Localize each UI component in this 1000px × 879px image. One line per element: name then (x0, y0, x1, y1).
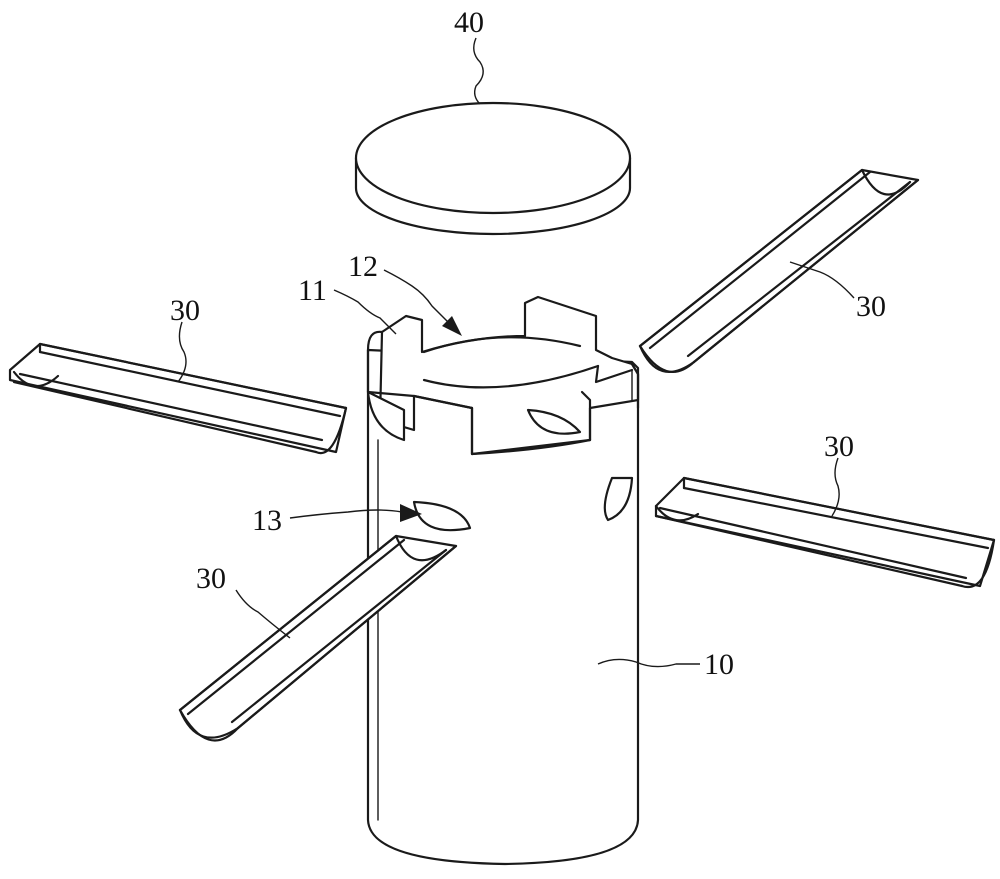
side-hole-right (603, 476, 634, 522)
label-10: 10 (704, 648, 734, 681)
cylinder-body (366, 348, 640, 866)
channel-upper-left (8, 342, 348, 455)
label-11: 11 (298, 274, 327, 307)
label-40: 40 (454, 6, 484, 39)
leader-lines (177, 37, 855, 668)
disc-cap (354, 101, 632, 236)
label-30-upper-left: 30 (170, 294, 200, 327)
channel-upper-right (638, 168, 920, 373)
label-30-upper-right: 30 (856, 290, 886, 323)
label-30-lower-left: 30 (196, 562, 226, 595)
label-13: 13 (252, 504, 282, 537)
channel-right (654, 476, 996, 589)
label-12: 12 (348, 250, 378, 283)
label-30-right: 30 (824, 430, 854, 463)
labels: 40 12 11 30 30 30 13 30 10 (170, 6, 886, 681)
arrow-13-icon (400, 504, 422, 522)
crenellated-top (366, 295, 640, 456)
arrow-12-icon (442, 316, 462, 336)
side-hole-13 (412, 500, 472, 532)
channel-lower-left (178, 534, 458, 742)
